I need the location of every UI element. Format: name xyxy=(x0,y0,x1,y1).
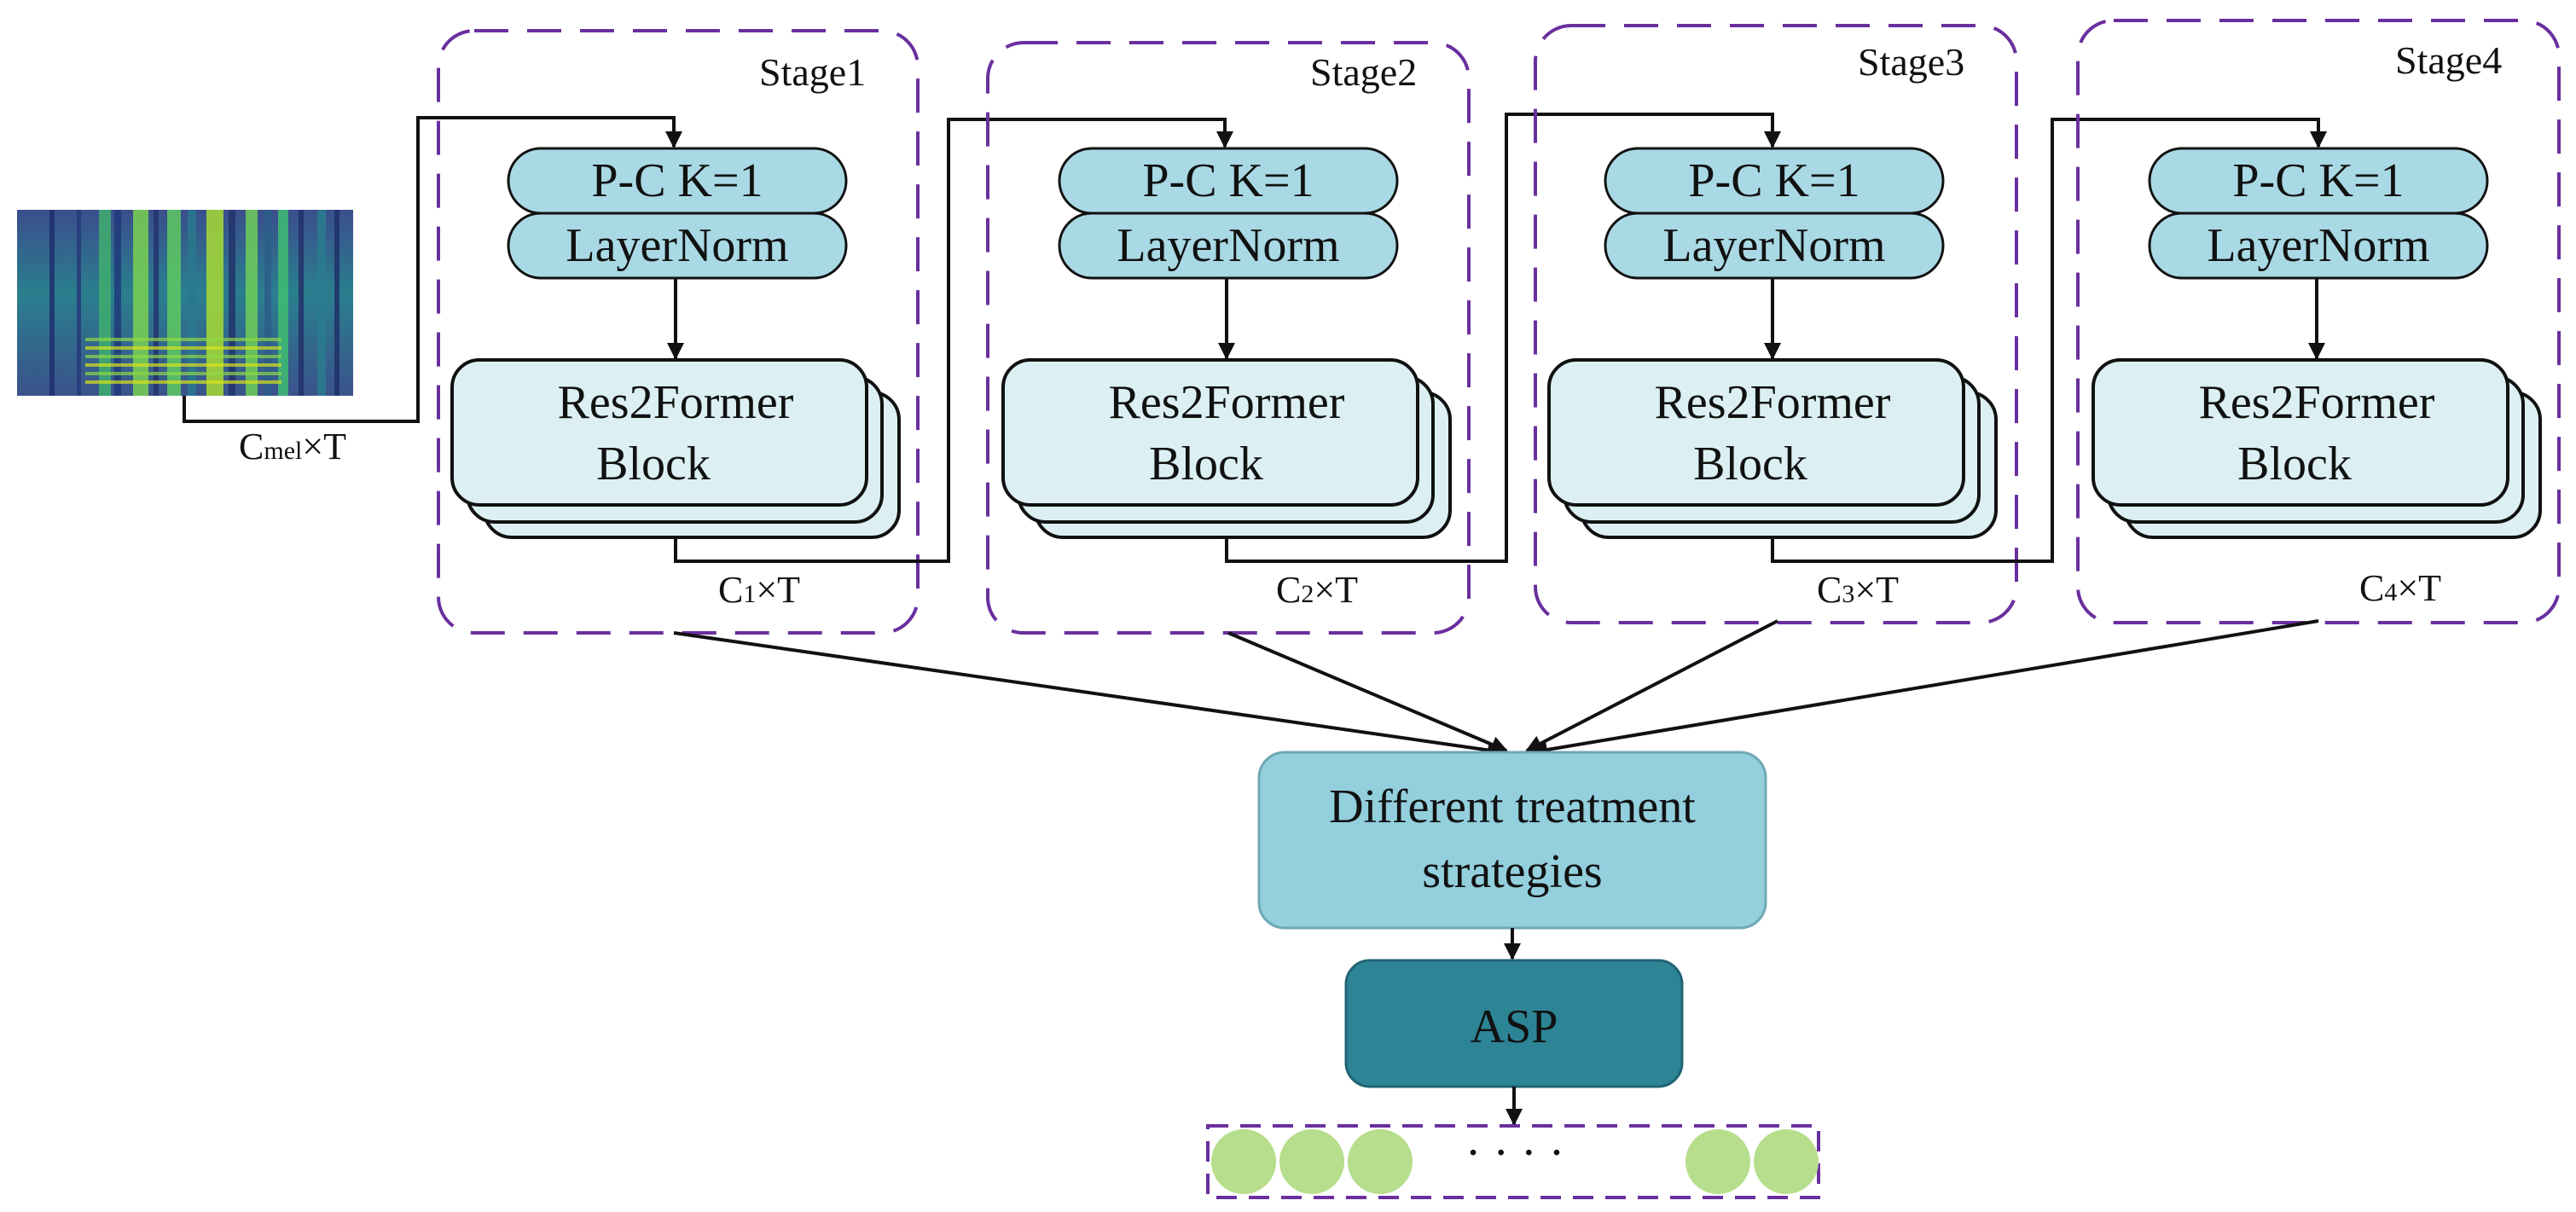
stage-3-to-4-connector xyxy=(1771,118,2327,563)
spectrogram-stripe xyxy=(49,210,55,396)
embedding-dot xyxy=(1685,1129,1750,1194)
embedding-dot xyxy=(1348,1129,1413,1194)
stage-1-norm-label: LayerNorm xyxy=(566,219,788,272)
spectrogram-stripe xyxy=(114,210,121,396)
spectrogram-harmonic xyxy=(85,338,281,341)
spectrogram-stripe xyxy=(167,210,181,396)
spectrogram-stripe xyxy=(229,210,235,396)
stage-3-block-box xyxy=(1547,358,1965,507)
stage-3-border xyxy=(1534,24,2018,624)
stage-2-block-box xyxy=(1001,358,1419,507)
treatment-label-2: strategies xyxy=(1422,845,1602,898)
spectrogram-stripe xyxy=(206,210,223,396)
stage-1: Stage1 P-C K=1 LayerNorm Res2Former Bloc… xyxy=(437,29,920,635)
stage-3-block-label-2: Block xyxy=(1693,438,1807,490)
stage-2-block-label-1: Res2Former xyxy=(1109,376,1345,429)
stage-1-title: Stage1 xyxy=(759,50,866,94)
stage-3-norm-label: LayerNorm xyxy=(1662,219,1885,272)
input-dim-label: Cmel×T xyxy=(239,426,346,467)
stage-4: Stage4 P-C K=1 LayerNorm Res2Former Bloc… xyxy=(2076,19,2561,624)
stage-2-pc-label: P-C K=1 xyxy=(1142,154,1314,207)
stage-4-block-label-1: Res2Former xyxy=(2199,376,2435,429)
stage-2-dim-label: C2×T xyxy=(1276,569,1358,611)
spectrogram-harmonic xyxy=(85,372,281,375)
stage-1-block-box xyxy=(450,358,868,507)
stage-1-border xyxy=(437,29,920,635)
treatment-box xyxy=(1257,751,1767,930)
embedding-dot xyxy=(1754,1129,1819,1194)
stage-2-norm-label: LayerNorm xyxy=(1117,219,1339,272)
stage-1-pc-label: P-C K=1 xyxy=(591,154,763,207)
spectrogram-harmonic xyxy=(85,380,281,384)
spectrogram-stripe xyxy=(246,210,258,396)
stage-3-dim-label: C3×T xyxy=(1817,569,1899,611)
stage-1-block-label-2: Block xyxy=(596,438,711,490)
spectrogram-stripe xyxy=(133,210,148,396)
stage-3-output-arrow xyxy=(1525,619,1778,752)
spectrogram-harmonic xyxy=(85,355,281,358)
spectrogram-stripe xyxy=(264,210,271,396)
stage-2-output-arrow xyxy=(1227,631,1508,753)
stage-2-to-3-connector xyxy=(1225,113,1781,563)
stage-2: Stage2 P-C K=1 LayerNorm Res2Former Bloc… xyxy=(986,41,1471,635)
spectrogram-stripe xyxy=(99,210,111,396)
embedding-border xyxy=(1206,1124,1820,1199)
stage-3-block-label-1: Res2Former xyxy=(1655,376,1891,429)
spectrogram-stripe xyxy=(154,210,159,396)
spectrogram-stripe xyxy=(77,210,81,396)
embedding-dots-right xyxy=(1685,1129,1819,1194)
spectrogram-stripe xyxy=(188,210,196,396)
stage-4-pc-label: P-C K=1 xyxy=(2232,154,2404,207)
embedding-dot xyxy=(1279,1129,1344,1194)
treatment-label-1: Different treatment xyxy=(1329,780,1696,833)
stage-1-to-2-connector xyxy=(674,118,1233,563)
stage-4-dim-label: C4×T xyxy=(2359,567,2441,609)
stage-4-norm-label: LayerNorm xyxy=(2207,219,2429,272)
mel-spectrogram-image xyxy=(17,210,353,396)
input-connector xyxy=(183,116,682,423)
asp-label: ASP xyxy=(1471,1000,1558,1053)
stage-1-dim-label: C1×T xyxy=(718,569,800,611)
spectrogram-harmonic xyxy=(85,346,281,350)
embedding-dot xyxy=(1211,1129,1276,1194)
spectrogram-stripe xyxy=(334,210,339,396)
spectrogram-harmonic xyxy=(85,363,281,367)
stage-3-pc-label: P-C K=1 xyxy=(1688,154,1859,207)
embedding-dots-left xyxy=(1211,1129,1413,1194)
stage-4-block-label-2: Block xyxy=(2237,438,2352,490)
stage-3: Stage3 P-C K=1 LayerNorm Res2Former Bloc… xyxy=(1534,24,2018,624)
stage-4-block-box xyxy=(2092,358,2509,507)
stage-4-title: Stage4 xyxy=(2395,38,2502,82)
stage-1-block-label-1: Res2Former xyxy=(558,376,794,429)
spectrogram-stripe xyxy=(299,210,304,396)
spectrogram-stripe xyxy=(278,210,288,396)
stage-1-output-arrow xyxy=(673,631,1505,759)
stage-3-title: Stage3 xyxy=(1858,40,1964,84)
embedding-ellipsis: · · · · xyxy=(1465,1127,1565,1180)
stage-2-block-label-2: Block xyxy=(1149,438,1263,490)
stage-4-output-arrow xyxy=(1530,619,2319,758)
stage-2-title: Stage2 xyxy=(1310,50,1417,94)
spectrogram-stripe xyxy=(317,210,326,396)
